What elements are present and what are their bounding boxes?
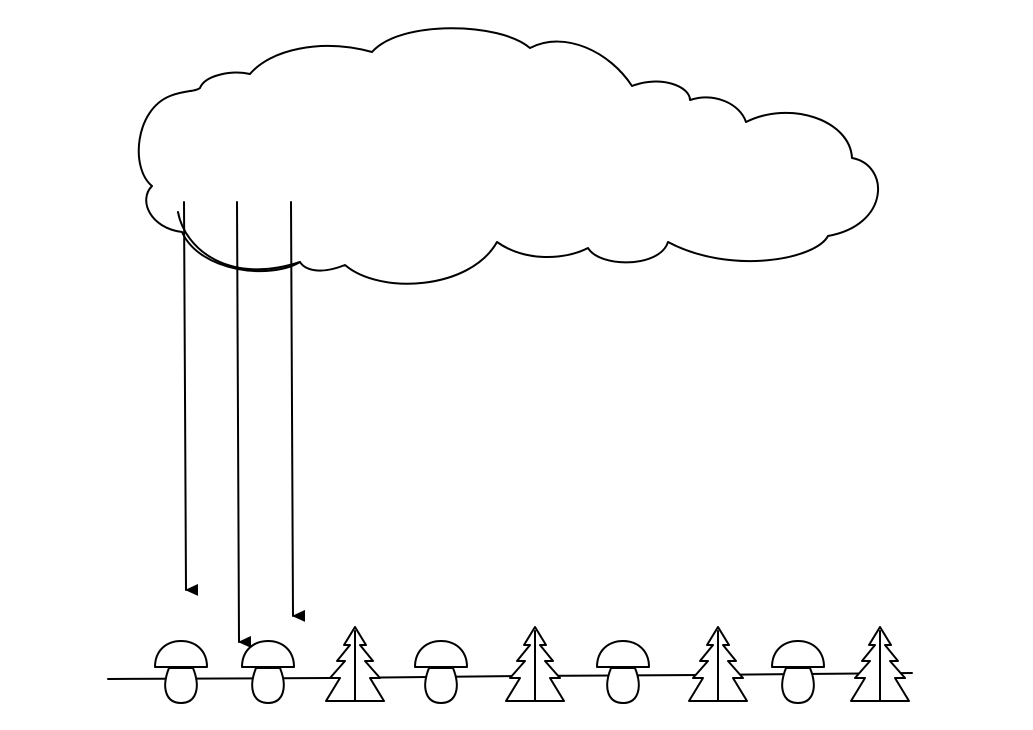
ground-objects	[154, 626, 910, 704]
mushroom-icon	[154, 640, 208, 704]
mushroom-icon	[414, 640, 468, 704]
rain-arrow	[290, 201, 306, 622]
mushroom-icon	[771, 640, 825, 704]
fir-tree-icon	[325, 626, 385, 702]
rain-arrow	[236, 201, 252, 648]
rain-arrows	[183, 201, 306, 648]
rain-arrow	[183, 201, 199, 596]
cloud-overlap-arc	[177, 211, 301, 271]
mushroom-icon	[596, 640, 650, 704]
cloud-icon	[137, 27, 879, 285]
fir-tree-icon	[688, 626, 748, 702]
fir-tree-icon	[850, 626, 910, 702]
fir-tree-icon	[505, 626, 565, 702]
mushroom-icon	[241, 640, 295, 704]
